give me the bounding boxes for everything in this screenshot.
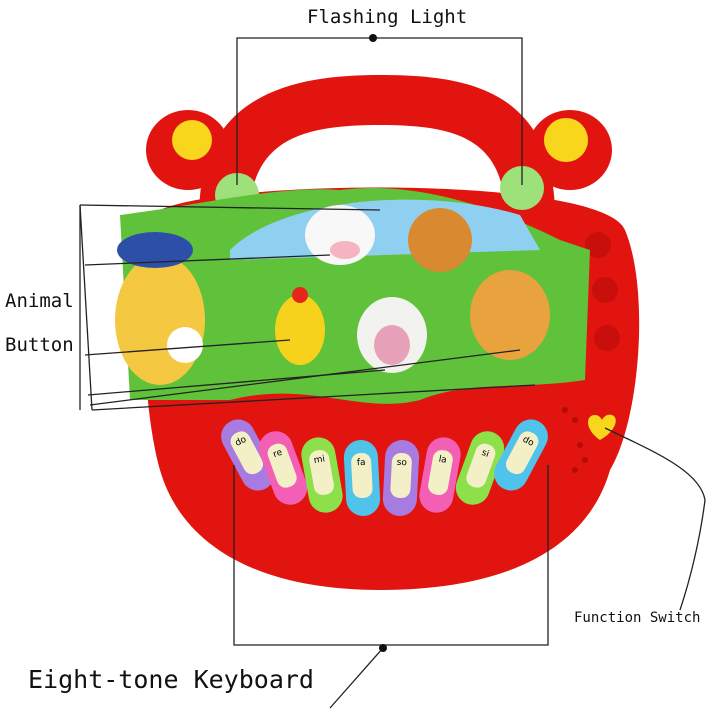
- animal-button-label-line1: Animal: [5, 290, 74, 312]
- keyboard-label: Eight-tone Keyboard: [28, 665, 314, 694]
- piano-key-do[interactable]: do: [488, 413, 554, 496]
- side-button[interactable]: [592, 277, 618, 303]
- side-button[interactable]: [594, 325, 620, 351]
- flashing-light-right: [500, 166, 544, 210]
- piano-key-re[interactable]: re: [254, 426, 312, 509]
- piano-key-do[interactable]: do: [215, 413, 281, 496]
- key-note-label: fa: [357, 458, 366, 468]
- flashing-light-label: Flashing Light: [307, 6, 468, 28]
- key-note-label: si: [480, 448, 490, 460]
- key-note-label: do: [234, 434, 249, 448]
- animal-button-label-line2: Button: [5, 334, 74, 356]
- annotation-lines: [79, 37, 706, 709]
- speaker-grille: [562, 407, 588, 473]
- side-button[interactable]: [585, 232, 611, 258]
- callout-dot: [379, 644, 387, 652]
- handle: [199, 75, 556, 230]
- piano-key-so[interactable]: so: [382, 439, 420, 517]
- key-note-label: re: [272, 448, 284, 461]
- dog-button[interactable]: [408, 208, 472, 272]
- yellow-button-left[interactable]: [172, 120, 212, 160]
- key-note-label: la: [438, 455, 448, 466]
- piano-key-fa[interactable]: fa: [343, 439, 381, 517]
- function-switch-heart[interactable]: [588, 414, 616, 440]
- yellow-button-right[interactable]: [544, 118, 588, 162]
- piano-key-si[interactable]: si: [451, 426, 509, 509]
- key-note-label: mi: [313, 454, 326, 466]
- key-note-label: so: [396, 458, 407, 469]
- key-note-label: do: [521, 435, 536, 449]
- piano-key-la[interactable]: la: [417, 435, 464, 516]
- piano-key-mi[interactable]: mi: [299, 435, 346, 516]
- chicken-button[interactable]: [275, 287, 325, 365]
- horse-button[interactable]: [470, 270, 550, 360]
- callout-dot: [369, 34, 377, 42]
- sheep-button[interactable]: [357, 297, 427, 373]
- bear-button[interactable]: [115, 232, 205, 385]
- cow-button[interactable]: [305, 205, 375, 265]
- function-switch-label: Function Switch: [574, 610, 701, 626]
